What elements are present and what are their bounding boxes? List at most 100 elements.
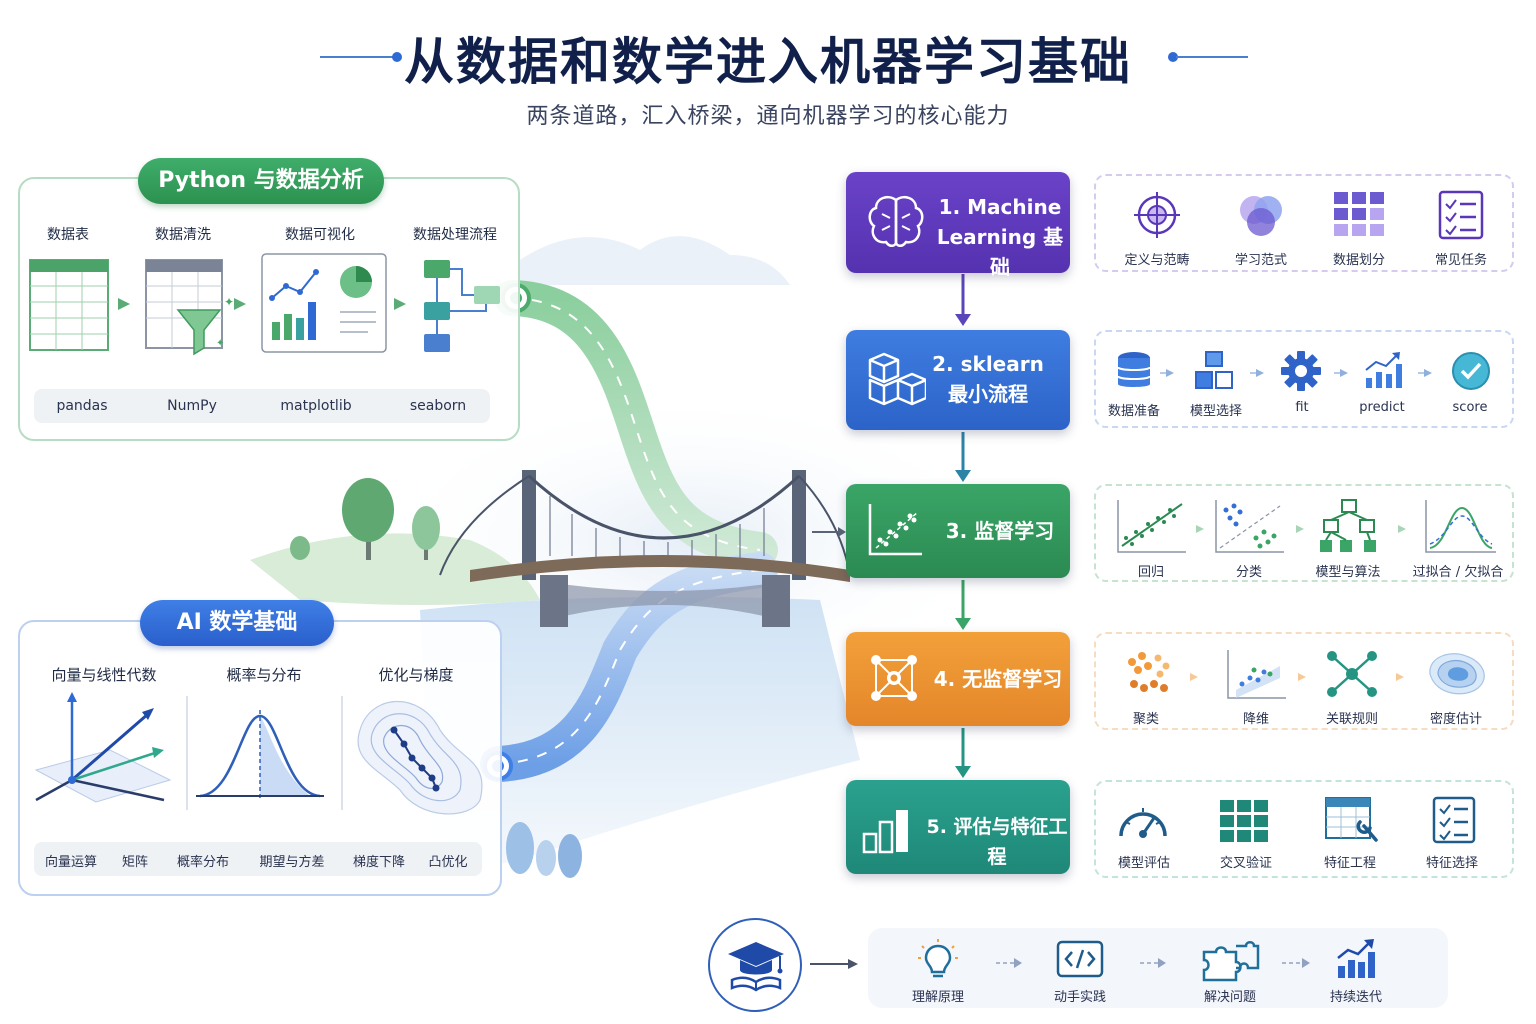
step-5-item: 模型评估 <box>1117 856 1170 871</box>
database-icon <box>1117 352 1151 387</box>
check-circle-icon <box>1452 352 1490 390</box>
river <box>420 596 860 865</box>
bar-chart-icon <box>862 810 908 854</box>
cubes-icon <box>868 352 926 406</box>
step-4-item: 密度估计 <box>1429 712 1482 727</box>
mountain <box>520 236 790 285</box>
blue-road-dashes <box>497 569 761 765</box>
flowchart-icon <box>424 260 500 352</box>
step-1-item: 常见任务 <box>1434 253 1487 268</box>
chart-icon <box>261 253 387 353</box>
data-table-icon <box>29 259 109 351</box>
ai-section-label: 向量与线性代数 <box>51 666 157 684</box>
loop-item: 持续迭代 <box>1329 990 1382 1005</box>
classification-icon <box>1215 500 1284 553</box>
step-5-label: 5. 评估与特征工程 <box>926 816 1068 868</box>
step-3-arrows <box>1196 525 1406 533</box>
ai-topic-bar <box>34 842 482 876</box>
growth-chart-icon <box>1365 352 1402 388</box>
venn-icon <box>1240 196 1282 236</box>
bridge <box>439 470 851 627</box>
loop-item: 动手实践 <box>1053 990 1106 1005</box>
python-section-label: 数据表 <box>47 227 89 243</box>
cross-validation-icon <box>1220 800 1268 842</box>
lightbulb-icon <box>918 939 958 978</box>
step-5-item: 交叉验证 <box>1219 856 1272 871</box>
topic-chip: 向量运算 <box>44 855 97 870</box>
arrow-down-icon <box>955 618 971 630</box>
library-chip: seaborn <box>409 398 467 414</box>
network-icon <box>871 655 917 701</box>
step-2-label: 2. sklearn 最小流程 <box>932 352 1044 406</box>
checklist-icon <box>1438 190 1484 240</box>
title-dot-left <box>392 52 402 62</box>
python-section-label: 数据清洗 <box>155 227 211 243</box>
tree-group <box>290 478 440 560</box>
step-3-item: 模型与算法 <box>1315 565 1381 580</box>
cluster-icon <box>1128 652 1170 692</box>
step-1-item: 定义与范畴 <box>1124 253 1190 268</box>
growth-icon <box>1337 939 1375 978</box>
learning-loop: 理解原理 动手实践 解决问题 持续迭代 <box>868 928 1448 1008</box>
step-2-arrows <box>1160 369 1432 377</box>
topic-chip: 梯度下降 <box>352 855 405 870</box>
gauge-icon <box>1119 808 1167 838</box>
step-5-item: 特征选择 <box>1425 856 1478 871</box>
graduation-cap-icon <box>728 942 784 992</box>
badge-arrow <box>810 959 858 969</box>
python-library-bar <box>34 389 490 423</box>
association-rules-icon <box>1327 651 1377 697</box>
step-2-item: score <box>1452 400 1488 415</box>
step-1-item: 学习范式 <box>1234 253 1287 268</box>
library-chip: NumPy <box>167 398 217 414</box>
step-4-card[interactable]: 4. 无监督学习 <box>846 632 1070 726</box>
step-2-item: 数据准备 <box>1107 404 1160 419</box>
arrow-right-icon <box>234 298 246 310</box>
ai-math-panel-title: AI 数学基础 <box>140 600 334 646</box>
density-icon <box>1429 653 1485 695</box>
graduation-badge <box>708 918 802 1012</box>
river-bank <box>250 533 540 605</box>
step-3-item: 分类 <box>1235 565 1262 580</box>
loop-arrows <box>996 958 1310 968</box>
step-1-label: 1. Machine Learning 基础 <box>936 195 1064 279</box>
brain-icon <box>868 196 924 247</box>
step-5-item: 特征工程 <box>1323 856 1376 871</box>
step-1-card[interactable]: 1. Machine Learning 基础 <box>846 172 1070 279</box>
step-3-item: 回归 <box>1137 565 1164 580</box>
step-4-label: 4. 无监督学习 <box>933 667 1063 691</box>
library-chip: pandas <box>56 398 108 414</box>
library-chip: matplotlib <box>280 398 352 414</box>
arrow-right-icon <box>394 298 406 310</box>
title-line-right <box>1176 56 1248 58</box>
tree-group-blue <box>506 822 582 878</box>
arrow-down-icon <box>955 766 971 778</box>
title-dot-right <box>1168 52 1178 62</box>
python-section-label: 数据可视化 <box>285 227 355 243</box>
grid-split-icon <box>1334 192 1384 236</box>
topic-chip: 矩阵 <box>121 855 148 870</box>
tree-model-icon <box>1320 499 1376 552</box>
arrow-down-icon <box>955 470 971 482</box>
ai-section-label: 概率与分布 <box>226 666 302 684</box>
step-2-details: 数据准备 模型选择 fit predict score <box>1094 330 1514 428</box>
code-icon <box>1056 940 1104 978</box>
python-panel-title: Python 与数据分析 <box>138 158 384 204</box>
topic-chip: 期望与方差 <box>259 855 325 870</box>
step-4-item: 降维 <box>1242 712 1269 727</box>
ai-section-label: 优化与梯度 <box>378 666 454 684</box>
python-section-illustrations: ✦ ✦ <box>29 253 500 356</box>
step-3-card[interactable]: 3. 监督学习 <box>846 484 1070 578</box>
step-1-details: 定义与范畴 学习范式 数据划分 常见任务 <box>1094 174 1514 272</box>
step-1-item: 数据划分 <box>1332 253 1385 268</box>
step-2-card[interactable]: 2. sklearn 最小流程 <box>846 330 1070 430</box>
step-5-card[interactable]: 5. 评估与特征工程 <box>846 780 1070 874</box>
step-3-item: 过拟合 / 欠拟合 <box>1412 565 1504 580</box>
regression-icon <box>1117 500 1186 553</box>
feature-selection-icon <box>1432 796 1476 844</box>
dimension-reduction-icon <box>1227 650 1286 699</box>
topic-chip: 凸优化 <box>428 855 468 870</box>
feature-engineering-icon <box>1325 797 1378 842</box>
step-4-item: 聚类 <box>1132 712 1159 727</box>
